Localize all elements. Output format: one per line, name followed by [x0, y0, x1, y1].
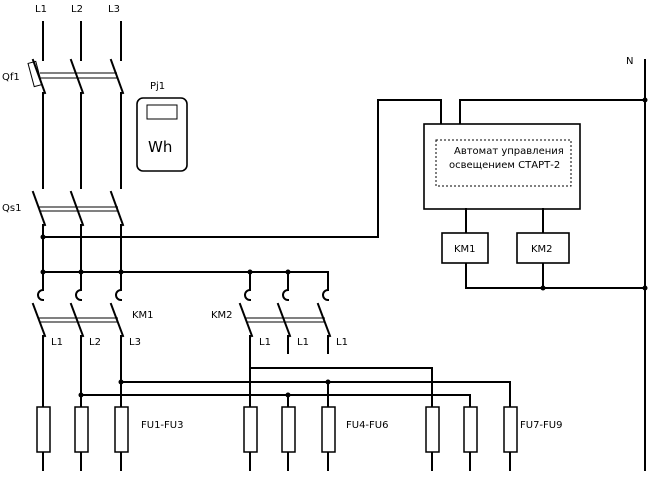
- neutral-label: N: [626, 56, 633, 67]
- phase-lines-top: [42, 21, 122, 61]
- phase-label-l3: L3: [108, 4, 120, 15]
- km2-output-1: L1: [259, 337, 271, 348]
- km1-output-1: L1: [51, 337, 63, 348]
- contactor-km1: [31, 288, 125, 338]
- fuse-group-3-label: FU7-FU9: [520, 420, 562, 431]
- contactor-km2-label: KM2: [211, 310, 233, 321]
- fuse-group-3: [425, 406, 518, 453]
- coil-km1-label: KM1: [454, 244, 476, 255]
- controller-line2: освещением СТАРТ-2: [449, 160, 560, 171]
- meter-unit: Wh: [148, 138, 172, 156]
- neutral-wire: [642, 59, 648, 471]
- km1-output-3: L3: [129, 337, 141, 348]
- coil-wiring: [465, 208, 646, 291]
- phase-label-l1: L1: [35, 4, 47, 15]
- energy-meter-pj1: Wh: [136, 97, 188, 172]
- control-supply-wire: [40, 99, 646, 240]
- fuse-group-1: [36, 406, 129, 453]
- breaker-label: Qf1: [2, 72, 20, 83]
- switch-qs1: [31, 190, 125, 291]
- coil-km2-label: KM2: [531, 244, 553, 255]
- lighting-controller: Автомат управления освещением СТАРТ-2: [423, 123, 581, 210]
- fuse-group-2: [243, 406, 336, 453]
- phase-label-l2: L2: [71, 4, 83, 15]
- contactor-km2: [238, 288, 332, 338]
- controller-line1: Автомат управления: [454, 146, 564, 157]
- breaker-qf1: [27, 58, 125, 189]
- meter-label: Pj1: [150, 81, 165, 92]
- fuse-group-2-label: FU4-FU6: [346, 420, 388, 431]
- km2-output-2: L1: [297, 337, 309, 348]
- km2-supply-bus: [40, 269, 329, 291]
- output-wiring: [42, 335, 511, 471]
- contactor-km1-label: KM1: [132, 310, 154, 321]
- fuse-group-1-label: FU1-FU3: [141, 420, 183, 431]
- km1-output-2: L2: [89, 337, 101, 348]
- coil-km1: KM1: [441, 232, 489, 264]
- km2-output-3: L1: [336, 337, 348, 348]
- switch-label: Qs1: [2, 203, 21, 214]
- coil-km2: KM2: [516, 232, 570, 264]
